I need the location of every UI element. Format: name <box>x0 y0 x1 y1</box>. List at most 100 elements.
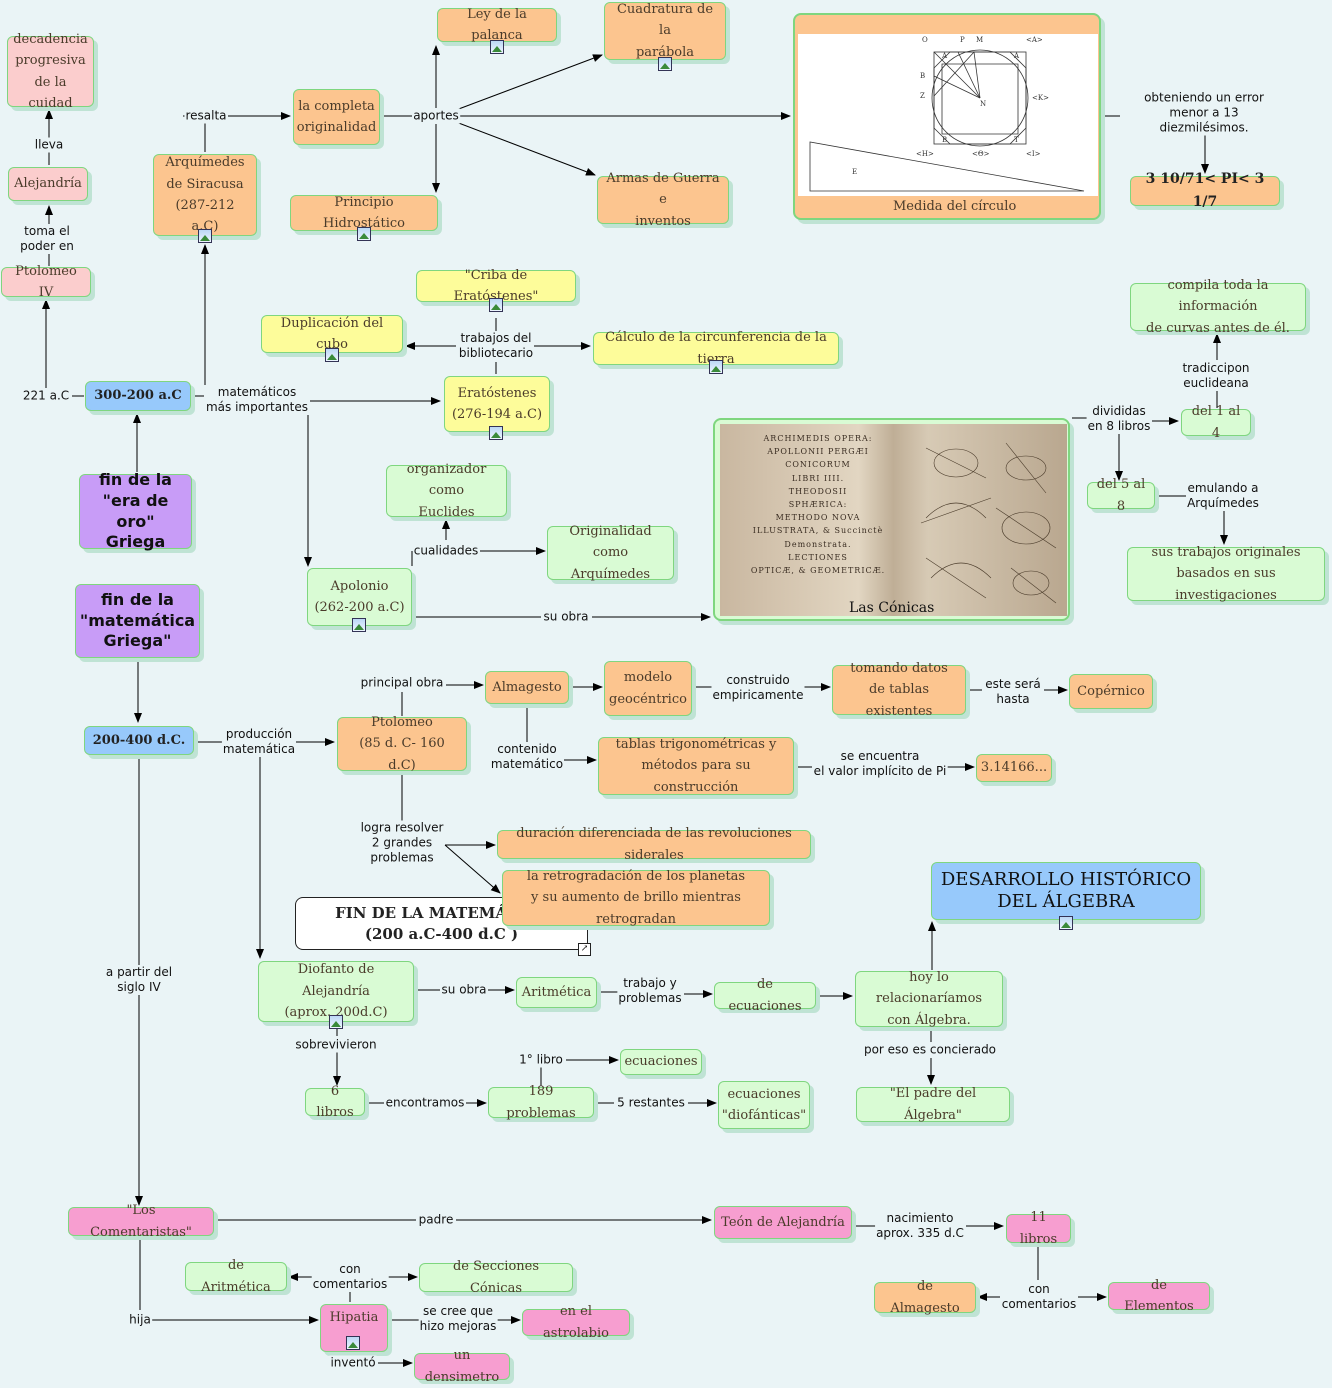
node-ptolomeo-iv[interactable]: Ptolomeo IV <box>1 264 91 300</box>
label-invento: inventó <box>329 1355 377 1371</box>
node-duplicacion-cubo[interactable]: Duplicación del cubo <box>261 315 403 353</box>
svg-text:B: B <box>920 72 925 80</box>
label-se-cree-que: se cree que hizo mejoras <box>418 1304 498 1334</box>
node-eratostenes[interactable]: Eratóstenes (276-194 a.C) <box>444 376 550 432</box>
label-por-eso-es-concierado: por eso es concierado <box>862 1042 998 1058</box>
svg-text:A: A <box>941 52 948 60</box>
node-pi-valor[interactable]: 3.14166... <box>976 754 1052 782</box>
external-link-icon[interactable]: ↗ <box>578 943 591 956</box>
label-aportes: aportes <box>412 108 460 124</box>
node-periodo-300-200[interactable]: 300-200 a.C <box>85 381 191 411</box>
node-almagesto[interactable]: Almagesto <box>485 671 569 704</box>
image-icon-hipatia[interactable] <box>346 1336 360 1350</box>
svg-text:P: P <box>960 36 965 44</box>
node-11-libros[interactable]: 11 libros <box>1006 1210 1071 1247</box>
node-decadencia[interactable]: decadencia progresiva de la cuidad <box>7 32 94 111</box>
node-ecuaciones-diofanticas[interactable]: ecuaciones "diofánticas" <box>718 1081 810 1129</box>
image-icon-cuadratura[interactable] <box>658 57 672 71</box>
label-nacimiento: nacimiento aprox. 335 d.C <box>875 1211 965 1241</box>
las-conicas-caption: Las Cónicas <box>849 600 935 616</box>
label-trabajo-problemas: trabajo y problemas <box>617 976 683 1006</box>
node-las-conicas[interactable]: ARCHIMEDIS OPERA: APOLLONII PERGÆI CONIC… <box>713 418 1070 621</box>
node-armas-guerra[interactable]: Armas de Guerra e inventos <box>597 171 729 229</box>
node-fin-de-la-matematica[interactable]: FIN DE LA MATEMÁTICA (200 a.C-400 d.C ) <box>295 897 588 950</box>
node-de-ecuaciones[interactable]: de ecuaciones <box>714 977 816 1014</box>
svg-text:<A>: <A> <box>1026 36 1043 44</box>
node-fin-matematica-griega[interactable]: fin de la "matemática Griega" <box>75 584 200 658</box>
node-desarrollo-historico-algebra[interactable]: DESARROLLO HISTÓRICO DEL ÁLGEBRA <box>931 862 1201 920</box>
node-ptolomeo[interactable]: Ptolomeo (85 d. C- 160 d.C) <box>337 715 467 773</box>
label-toma-el-poder: toma el poder en <box>19 224 75 254</box>
label-contenido-matematico: contenido matemático <box>489 742 565 772</box>
node-copernico[interactable]: Copérnico <box>1069 674 1153 709</box>
node-cuadratura-parabola[interactable]: Cuadratura de la parábola <box>604 2 726 60</box>
node-compila-informacion[interactable]: compila toda la información de curvas an… <box>1130 278 1306 336</box>
label-resalta: resalta <box>184 108 228 124</box>
svg-text:E: E <box>852 168 857 176</box>
image-icon-cubo[interactable] <box>325 348 339 362</box>
label-emulando-arquimedes: emulando a Arquímedes <box>1186 481 1260 511</box>
label-se-encuentra-pi: se encuentra el valor implícito de Pi <box>812 749 948 779</box>
label-hija: hija <box>128 1312 152 1328</box>
node-fin-era-oro[interactable]: fin de la "era de oro" Griega <box>79 470 192 551</box>
svg-text:B: B <box>942 136 947 144</box>
image-icon-palanca[interactable] <box>490 40 504 54</box>
node-los-comentaristas[interactable]: "Los Comentaristas" <box>68 1203 214 1240</box>
node-trabajos-originales[interactable]: sus trabajos originales basados en sus i… <box>1127 545 1325 603</box>
node-padre-del-algebra[interactable]: "El padre del Álgebra" <box>856 1086 1010 1123</box>
svg-text:<Θ>: <Θ> <box>972 150 990 158</box>
node-algebra-hoy[interactable]: hoy lo relacionaríamos con Álgebra. <box>855 970 1003 1028</box>
image-icon-eratostenes[interactable] <box>489 426 503 440</box>
node-tomando-datos[interactable]: tomando datos de tablas existentes <box>832 661 966 719</box>
label-su-obra-apolonio: su obra <box>542 609 590 625</box>
label-lleva: lleva <box>33 137 65 153</box>
node-pi-range[interactable]: 3 10/71< PI< 3 1/7 <box>1130 171 1280 210</box>
label-logra-resolver: logra resolver 2 grandes problemas <box>359 820 445 866</box>
conicas-book-image: ARCHIMEDIS OPERA: APOLLONII PERGÆI CONIC… <box>720 424 1067 616</box>
node-de-elementos[interactable]: de Elementos <box>1108 1278 1210 1314</box>
node-6-libros[interactable]: 6 libros <box>305 1084 365 1120</box>
node-retrogradacion-planetas[interactable]: la retrogradación de los planetas y su a… <box>502 869 770 927</box>
node-modelo-geocentrico[interactable]: modelo geocéntrico <box>604 661 692 716</box>
node-periodo-200-400[interactable]: 200-400 d.C. <box>84 726 194 755</box>
label-primer-libro: 1° libro <box>518 1052 564 1068</box>
image-icon-apolonio[interactable] <box>352 618 366 632</box>
node-teon-alejandria[interactable]: Teón de Alejandría <box>714 1206 852 1239</box>
image-icon-hidrostatico[interactable] <box>357 227 371 241</box>
node-principio-hidrostatico[interactable]: Principio Hidrostático <box>290 195 438 231</box>
svg-text:Z: Z <box>920 92 925 100</box>
image-icon-diofanto[interactable] <box>329 1015 343 1029</box>
conicas-geometry-drawings <box>920 442 1057 604</box>
node-organizador-euclides[interactable]: organizador como Euclides <box>386 462 507 520</box>
node-tablas-trigonometricas[interactable]: tablas trigonométricas y métodos para su… <box>598 737 794 795</box>
image-icon-arquimedes[interactable] <box>198 229 212 243</box>
node-del-5-al-8[interactable]: del 5 al 8 <box>1087 477 1155 514</box>
node-aritmetica[interactable]: Aritmética <box>516 977 597 1008</box>
medida-circulo-caption: Medida del círculo <box>893 199 1017 214</box>
node-diofanto[interactable]: Diofanto de Alejandría (aprox. 200d.C) <box>258 961 414 1022</box>
node-ley-palanca[interactable]: Ley de la palanca <box>437 7 557 43</box>
node-la-completa-originalidad[interactable]: la completa originalidad <box>293 89 380 145</box>
node-un-densimetro[interactable]: un densimetro <box>414 1348 510 1385</box>
image-icon-desarrollo[interactable] <box>1059 916 1073 930</box>
node-de-almagesto[interactable]: de Almagesto <box>874 1279 976 1316</box>
node-189-problemas[interactable]: 189 problemas <box>488 1084 594 1121</box>
node-originalidad-arquimedes[interactable]: Originalidad como Arquímedes <box>547 524 674 582</box>
label-divididas-8-libros: divididas en 8 libros <box>1086 404 1152 434</box>
node-arquimedes[interactable]: Arquímedes de Siracusa (287-212 a.C) <box>153 154 257 236</box>
node-en-el-astrolabio[interactable]: en el astrolabio <box>522 1304 630 1341</box>
node-de-secciones-conicas[interactable]: de Secciones Cónicas <box>419 1259 573 1296</box>
label-produccion-matematica: producción matemática <box>221 727 297 757</box>
label-encontramos: encontramos <box>384 1095 466 1111</box>
node-alejandria[interactable]: Alejandría <box>8 167 88 201</box>
node-duracion-revoluciones[interactable]: duración diferenciada de las revolucione… <box>497 826 811 863</box>
image-icon-circunferencia[interactable] <box>709 360 723 374</box>
node-del-1-al-4[interactable]: del 1 al 4 <box>1181 404 1251 441</box>
node-de-aritmetica[interactable]: de Aritmética <box>185 1258 287 1295</box>
label-221-ac: 221 a.C <box>21 388 71 404</box>
node-ecuaciones[interactable]: ecuaciones <box>620 1049 702 1075</box>
image-icon-criba[interactable] <box>489 298 503 312</box>
